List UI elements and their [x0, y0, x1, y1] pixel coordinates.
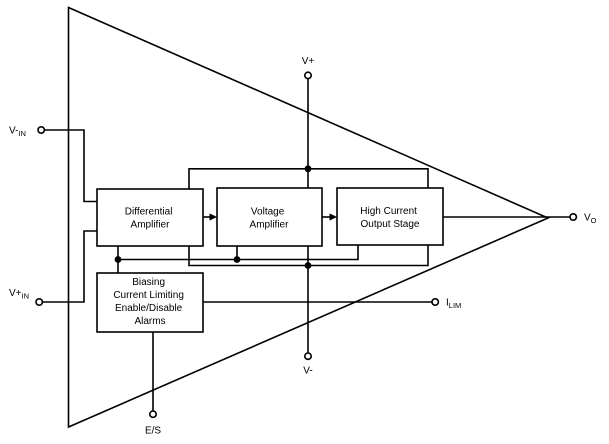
vout-label: VO — [584, 213, 597, 226]
high-current-output-stage-block — [336, 187, 444, 246]
terminal-pins — [35, 71, 578, 419]
ilim-label: ILIM — [446, 298, 461, 311]
arrowheads — [209, 213, 337, 221]
voltage-amplifier-block — [216, 187, 323, 247]
wire-inverting-input — [44, 129, 97, 203]
arrow-right-icon — [329, 213, 337, 221]
terminal-vin-minus — [37, 126, 46, 135]
enable-shutdown-label: E/S — [145, 426, 161, 437]
differential-amplifier-block — [96, 188, 204, 247]
terminal-ilim — [431, 297, 440, 306]
high-current-output-stage-label: High Current Output Stage — [360, 206, 420, 230]
vin-minus-label: V-IN — [9, 126, 26, 139]
bias-control-label: Biasing Current Limiting Enable/Disable … — [113, 277, 186, 327]
junction-dots — [114, 165, 312, 269]
junction-dot — [304, 165, 312, 173]
function-blocks: Differential Amplifier Voltage Amplifier… — [96, 187, 444, 333]
wire-noninverting-input — [42, 230, 97, 303]
bias-control-block — [96, 272, 204, 333]
vin-plus-label: V+IN — [9, 288, 29, 301]
junction-dot — [114, 256, 122, 263]
vplus-label: V+ — [302, 56, 315, 67]
terminal-vminus — [303, 352, 312, 361]
junction-dot — [233, 256, 241, 263]
voltage-amplifier-label: Voltage Amplifier — [250, 207, 290, 231]
terminal-vplus — [303, 71, 312, 80]
terminal-enable-shutdown — [149, 410, 158, 419]
terminal-vout — [569, 213, 578, 222]
junction-dot — [304, 262, 312, 269]
differential-amplifier-label: Differential Amplifier — [125, 207, 175, 231]
wire-bias-bus1 — [118, 245, 359, 261]
vminus-label: V- — [303, 366, 312, 377]
terminal-labels: V+ V- V-IN V+IN VO ILIM E/S — [9, 56, 597, 437]
arrow-right-icon — [209, 213, 217, 221]
terminal-vin-plus — [35, 297, 44, 306]
